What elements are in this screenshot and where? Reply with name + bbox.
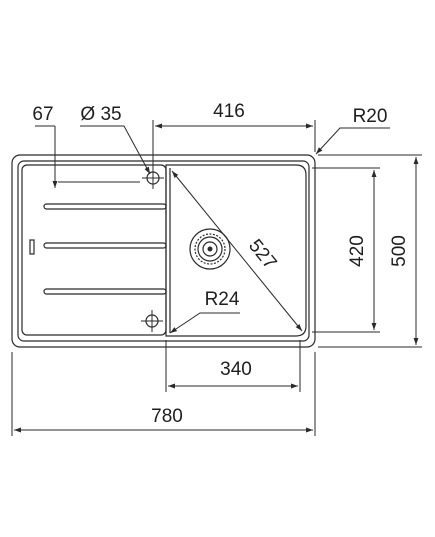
- dimension-drainer-offset: [35, 125, 140, 188]
- label-overall-height: 500: [389, 235, 410, 267]
- dimension-overall-width: [11, 352, 316, 436]
- drainer-board: [21, 164, 167, 336]
- sink-outer-outline: [11, 154, 316, 348]
- drainer-groove: [43, 203, 167, 210]
- label-drainer-offset: 67: [32, 104, 53, 125]
- dimension-bowl-bottom-width: [165, 340, 301, 392]
- label-bowl-top-width: 416: [213, 101, 245, 122]
- overflow-hole-icon: [141, 310, 163, 332]
- label-overall-width: 780: [151, 406, 183, 427]
- drainer-groove: [43, 242, 167, 249]
- label-bowl-height: 420: [347, 235, 368, 267]
- sink-inner-outline: [17, 160, 310, 342]
- drainer-groove: [43, 288, 167, 295]
- dimension-overall-height: [318, 154, 422, 348]
- leader-outer-radius: [315, 127, 390, 155]
- label-bowl-bottom-width: 340: [220, 359, 252, 380]
- drainer-drain-slot: [29, 239, 35, 255]
- sink-bowl: [165, 164, 307, 337]
- tap-hole-icon: [142, 167, 164, 189]
- label-outer-radius: R20: [353, 106, 388, 127]
- leader-bowl-radius: [169, 312, 240, 334]
- label-bowl-diagonal: 527: [244, 236, 280, 274]
- dimension-bowl-top-width: [152, 120, 316, 168]
- dimension-bowl-diagonal: [171, 170, 303, 332]
- label-tap-hole-diameter: Ø 35: [80, 104, 121, 125]
- leader-tap-hole: [80, 125, 151, 175]
- dimension-bowl-height: [312, 167, 380, 333]
- label-bowl-radius: R24: [205, 289, 240, 310]
